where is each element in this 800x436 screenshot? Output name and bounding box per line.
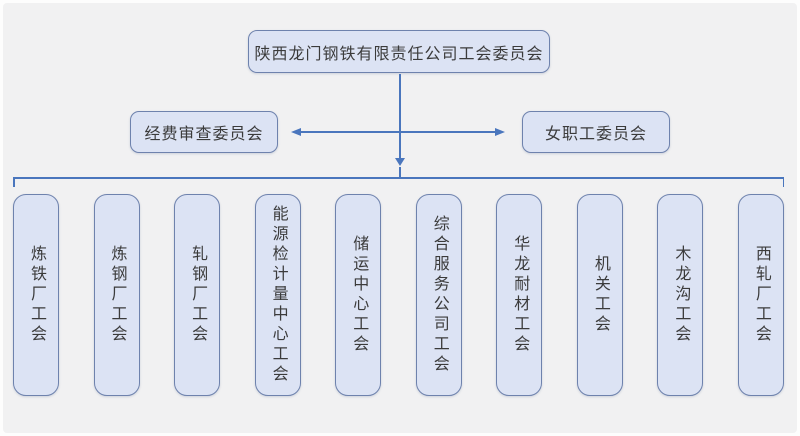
down-arrowhead-icon (394, 158, 405, 166)
branch-label: 机关工会 (591, 255, 609, 335)
node-hualong-refractory-union[interactable]: 华龙耐材工会 (496, 194, 543, 396)
node-women-workers-label: 女职工委员会 (544, 126, 647, 143)
node-comprehensive-service-union[interactable]: 综合服务公司工会 (415, 194, 462, 396)
node-steel-rolling-union[interactable]: 轧钢厂工会 (174, 194, 221, 396)
branch-label: 储运中心工会 (350, 235, 368, 355)
node-steel-smelting-union[interactable]: 炼钢厂工会 (93, 194, 140, 396)
node-energy-metering-center-union[interactable]: 能源检计量中心工会 (254, 194, 301, 396)
branch-label: 炼铁厂工会 (28, 245, 45, 345)
branch-label: 华龙耐材工会 (511, 235, 529, 355)
node-west-rolling-union[interactable]: 西轧厂工会 (737, 194, 784, 396)
node-storage-transport-center-union[interactable]: 储运中心工会 (335, 194, 382, 396)
branch-label: 炼钢厂工会 (108, 245, 126, 345)
node-funds-audit-label: 经费审查委员会 (144, 126, 264, 143)
branch-label: 轧钢厂工会 (189, 245, 207, 345)
node-iron-smelting-union[interactable]: 炼铁厂工会 (13, 194, 59, 396)
node-mulonggou-union[interactable]: 木龙沟工会 (657, 194, 704, 396)
branch-label: 西轧厂工会 (752, 245, 770, 345)
left-arrowhead-icon (291, 127, 301, 136)
node-union-committee-root[interactable]: 陕西龙门钢铁有限责任公司工会委员会 (248, 30, 550, 73)
double-arrow-line (300, 131, 496, 133)
branch-bracket-right-end (782, 177, 784, 187)
node-office-union[interactable]: 机关工会 (576, 194, 623, 396)
trunk-connector-line (399, 74, 401, 158)
branch-label: 能源检计量中心工会 (269, 205, 287, 385)
branch-bracket-left-end (13, 177, 15, 187)
node-funds-audit-committee[interactable]: 经费审查委员会 (130, 111, 278, 153)
node-root-label: 陕西龙门钢铁有限责任公司工会委员会 (254, 45, 544, 63)
branch-label: 综合服务公司工会 (430, 215, 448, 375)
branch-label: 木龙沟工会 (672, 245, 690, 345)
branch-bracket-line (13, 177, 784, 179)
branch-row: 炼铁厂工会 炼钢厂工会 轧钢厂工会 能源检计量中心工会 储运中心工会 综合服务公… (13, 194, 784, 396)
node-women-workers-committee[interactable]: 女职工委员会 (522, 111, 670, 153)
branch-bracket-center-tick (399, 167, 401, 177)
right-arrowhead-icon (495, 127, 505, 136)
